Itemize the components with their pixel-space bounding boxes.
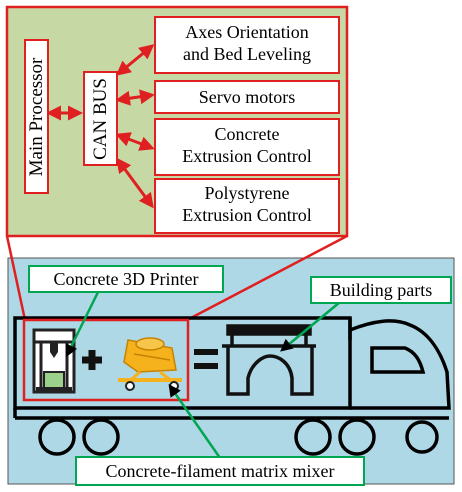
mixer-callout-label: Concrete-filament matrix mixer — [75, 456, 365, 486]
truck-wheels — [38, 418, 439, 456]
bus-arrow-concrete — [115, 132, 155, 151]
building-parts-icon — [222, 324, 316, 396]
building-callout-line — [280, 301, 341, 352]
module-servo-line1: Servo motors — [198, 87, 296, 107]
printer-callout-label: Concrete 3D Printer — [28, 265, 224, 293]
zoom-line-left — [5, 235, 27, 321]
concrete-mixer-icon — [118, 337, 182, 391]
zoom-line-right — [186, 234, 348, 322]
equals-icon — [194, 349, 218, 369]
module-box-axes: Axes Orientation and Bed Leveling — [154, 16, 340, 74]
module-polystyrene-line1: Polystyrene — [204, 183, 290, 203]
mixer-callout-line — [168, 383, 222, 459]
building-parts-callout-label: Building parts — [310, 276, 452, 304]
can-bus-label: CAN BUS — [89, 77, 111, 160]
module-axes-line2: and Bed Leveling — [183, 43, 311, 64]
module-box-polystyrene: Polystyrene Extrusion Control — [154, 178, 340, 234]
module-box-servo: Servo motors — [154, 80, 340, 114]
can-bus-box: CAN BUS — [83, 71, 118, 166]
module-axes-line1: Axes Orientation — [185, 22, 309, 42]
module-concrete-line2: Extrusion Control — [182, 145, 312, 166]
bus-arrow-servo — [115, 89, 155, 106]
bus-arrow-axes — [115, 44, 155, 76]
plus-icon — [82, 350, 102, 370]
bus-arrow-polystyrene — [116, 157, 154, 209]
module-box-concrete: Concrete Extrusion Control — [154, 118, 340, 176]
printer-callout-line — [65, 283, 104, 358]
main-processor-box: Main Processor — [24, 39, 49, 194]
main-processor-label: Main Processor — [25, 57, 47, 176]
printer-module-highlight — [22, 318, 190, 402]
truck-outline — [13, 316, 451, 420]
printer-icon — [32, 328, 76, 394]
module-polystyrene-line2: Extrusion Control — [182, 204, 312, 225]
module-concrete-line1: Concrete — [214, 124, 280, 144]
